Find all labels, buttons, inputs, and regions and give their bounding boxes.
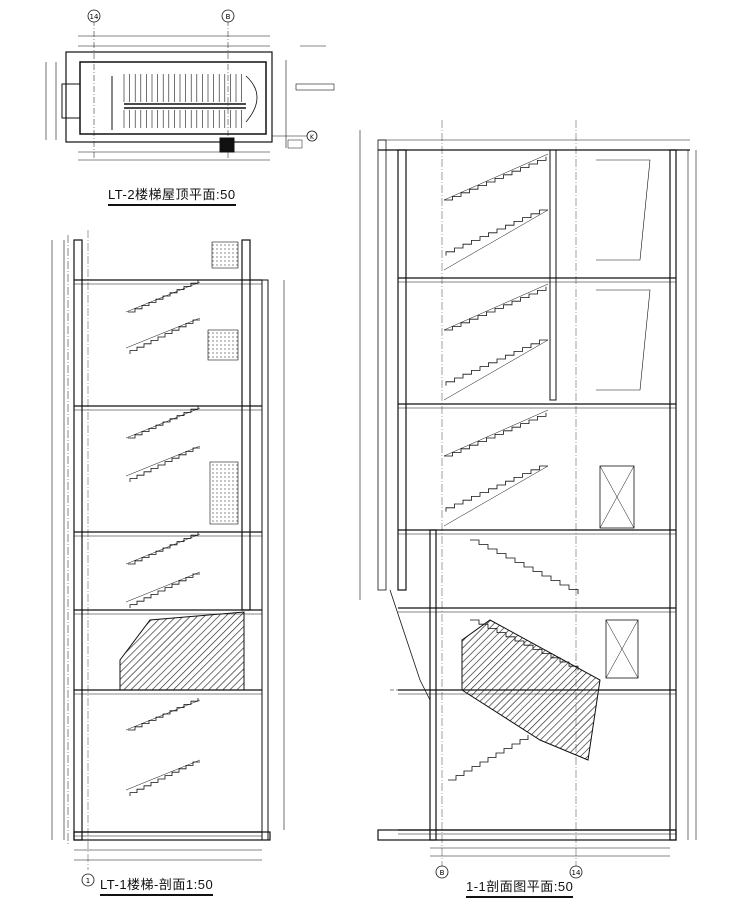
caption-section-lt1: LT-1楼梯-剖面1:50	[100, 874, 214, 896]
svg-text:1: 1	[86, 877, 90, 885]
caption-section-lt1-text: LT-1楼梯-剖面1:50	[100, 877, 214, 892]
grid-bubble-lt1-1: 1	[81, 873, 95, 887]
caption-section-1: 1-1剖面图平面:50	[466, 876, 574, 898]
grid-bubble-plan-b: B	[221, 9, 235, 23]
roof-plan	[45, 20, 335, 161]
svg-text:K: K	[310, 134, 315, 141]
caption-roof-plan-text: LT-2楼梯屋顶平面:50	[108, 187, 236, 202]
section-lt1	[51, 230, 285, 870]
caption-underline	[100, 894, 214, 896]
caption-roof-plan: LT-2楼梯屋顶平面:50	[108, 184, 236, 206]
svg-text:B: B	[226, 13, 231, 21]
grid-bubble-plan-14: 14	[87, 9, 101, 23]
caption-underline	[108, 204, 236, 206]
caption-underline	[466, 896, 574, 898]
svg-text:14: 14	[572, 869, 581, 877]
grid-bubble-section1-b: B	[435, 865, 449, 879]
svg-text:14: 14	[90, 13, 99, 21]
section-1-1	[359, 120, 697, 870]
caption-section-1-text: 1-1剖面图平面:50	[466, 879, 574, 894]
grid-bubble-section1-14: 14	[569, 865, 583, 879]
grid-bubble-plan-k: K	[306, 130, 318, 142]
svg-text:B: B	[440, 869, 445, 877]
